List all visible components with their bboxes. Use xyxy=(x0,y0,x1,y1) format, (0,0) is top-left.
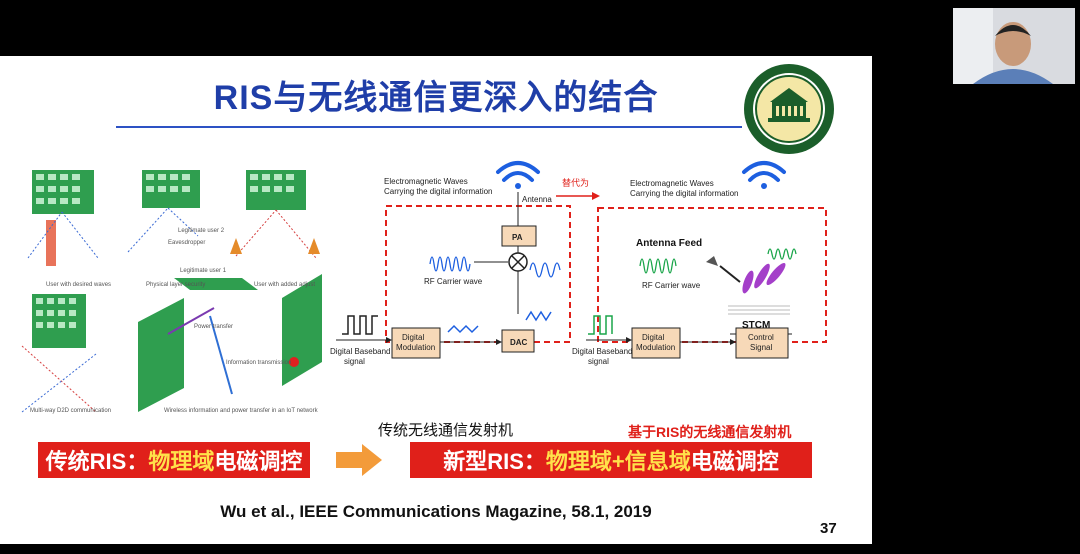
banner1-highlight: 物理域 xyxy=(148,449,215,474)
em-waves-right-1: Electromagnetic Waves xyxy=(630,179,714,188)
dac-label: DAC xyxy=(510,338,528,347)
caption-1: User with desired waves xyxy=(46,282,112,288)
wifi-icon xyxy=(496,161,540,189)
university-seal-logo xyxy=(744,64,834,154)
label-info-transmission: Information transmission xyxy=(226,360,292,366)
presentation-slide: RIS与无线通信更深入的结合 xyxy=(0,56,872,544)
new-ris-banner: 新型RIS：物理域+信息域电磁调控 xyxy=(410,442,812,478)
ris-panel-2 xyxy=(127,170,200,253)
banner2-prefix: 新型RIS： xyxy=(443,449,546,474)
ris-tx-box xyxy=(597,207,827,343)
stcm-label: STCM xyxy=(742,320,770,331)
digital-baseband-right-1: Digital Baseband xyxy=(572,347,632,356)
citation: Wu et al., IEEE Communications Magazine,… xyxy=(220,502,652,521)
caption-4: Multi-way D2D communication xyxy=(30,408,112,414)
pa-label: PA xyxy=(512,233,523,242)
caption-3: User with added adjust xyxy=(254,282,316,288)
digital-modulation-right-block xyxy=(631,327,681,359)
digital-modulation-left-block xyxy=(391,327,441,359)
digital-baseband-right-2: signal xyxy=(588,357,609,366)
antenna-feed-label: Antenna Feed xyxy=(636,238,702,249)
label-power-transfer: Power transfer xyxy=(194,324,234,330)
control-signal-2: Signal xyxy=(750,343,772,352)
traditional-tx-label: 传统无线通信发射机 xyxy=(378,422,514,439)
em-waves-left-1: Electromagnetic Waves xyxy=(384,177,468,186)
banner1-suffix: 电磁调控 xyxy=(214,449,303,474)
digital-modulation-right-2: Modulation xyxy=(636,343,675,352)
em-waves-left-2: Carrying the digital information xyxy=(384,187,493,196)
rf-carrier-left: RF Carrier wave xyxy=(424,277,483,286)
digital-baseband-left-1: Digital Baseband xyxy=(330,347,390,356)
label-legit1: Legitimate user 1 xyxy=(180,268,227,274)
wifi-icon xyxy=(742,161,786,189)
banner2-suffix: 电磁调控 xyxy=(690,449,779,474)
replace-label: 替代为 xyxy=(562,177,589,188)
traditional-ris-banner: 传统RIS：物理域电磁调控 xyxy=(38,442,310,478)
digital-modulation-left-2: Modulation xyxy=(396,343,435,352)
webcam-video-tile[interactable] xyxy=(953,8,1075,84)
ris-panel-5 xyxy=(138,274,322,412)
em-waves-right-2: Carrying the digital information xyxy=(630,189,739,198)
page-number: 37 xyxy=(820,520,837,537)
presenter-avatar xyxy=(953,8,1075,84)
pa-block xyxy=(501,225,537,247)
transmitter-diagram: Electromagnetic Waves Carrying the digit… xyxy=(330,161,827,366)
digital-baseband-left-2: signal xyxy=(344,357,365,366)
control-signal-1: Control xyxy=(748,333,774,342)
title-divider xyxy=(116,126,742,128)
digital-modulation-right-1: Digital xyxy=(642,333,664,342)
dac-block xyxy=(501,329,535,353)
label-eavesdropper: Eavesdropper xyxy=(168,240,206,246)
ris-panel-1 xyxy=(27,170,99,266)
caption-2: Physical layer security xyxy=(146,282,206,288)
digital-modulation-left-1: Digital xyxy=(402,333,424,342)
ris-panel-3 xyxy=(230,170,320,259)
traditional-tx-box xyxy=(385,205,571,343)
right-arrow-icon xyxy=(336,444,382,476)
control-signal-block xyxy=(735,327,789,359)
caption-5: Wireless information and power transfer … xyxy=(164,408,318,414)
slide-title: RIS与无线通信更深入的结合 xyxy=(213,79,659,117)
antenna-label: Antenna xyxy=(522,195,552,204)
banner2-highlight: 物理域+信息域 xyxy=(545,449,691,474)
label-legit2: Legitimate user 2 xyxy=(178,228,225,234)
ris-scenarios-figure xyxy=(21,170,322,413)
rf-carrier-right: RF Carrier wave xyxy=(642,281,701,290)
ris-panel-4 xyxy=(21,294,97,413)
ris-tx-label: 基于RIS的无线通信发射机 xyxy=(628,424,792,440)
banner1-prefix: 传统RIS： xyxy=(45,449,149,474)
